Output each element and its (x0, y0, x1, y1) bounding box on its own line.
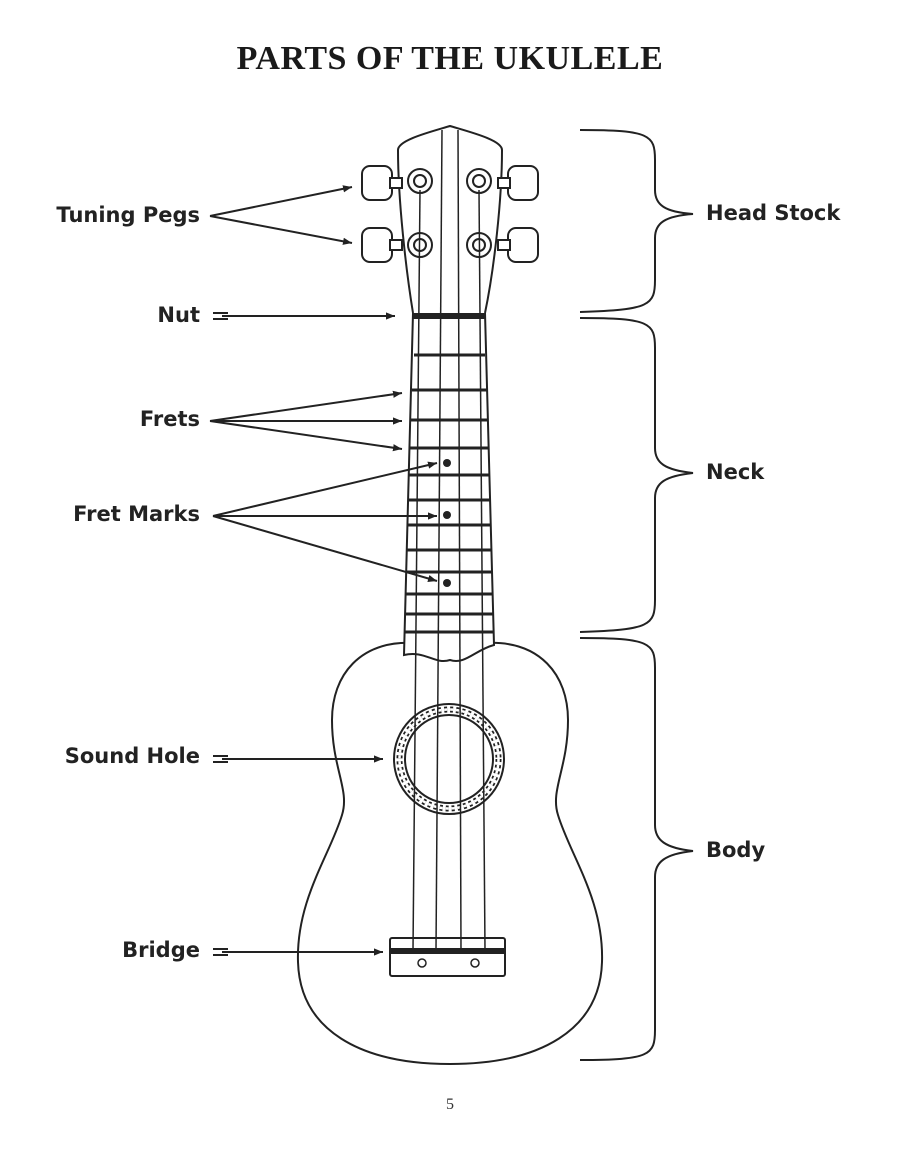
bridge (389, 937, 506, 977)
label-nut: Nut (157, 303, 200, 327)
frets (405, 353, 494, 634)
label-body: Body (706, 838, 766, 862)
page-title: PARTS OF THE UKULELE (236, 40, 664, 77)
fret-marks (443, 459, 451, 587)
label-frets: Frets (139, 407, 200, 431)
sound-hole (393, 703, 505, 815)
fretboard (402, 312, 496, 663)
tuning-pegs (361, 165, 539, 263)
headstock (396, 124, 504, 314)
leader-arrows (209, 185, 438, 956)
section-braces (579, 129, 694, 1061)
label-tuning-pegs: Tuning Pegs (56, 203, 200, 227)
ukulele-body (296, 641, 604, 1066)
nut (413, 313, 485, 319)
label-head-stock: Head Stock (706, 201, 841, 225)
label-bridge: Bridge (122, 938, 200, 962)
page-number: 5 (446, 1096, 454, 1113)
strings (412, 129, 486, 951)
label-neck: Neck (706, 460, 765, 484)
label-fret-marks: Fret Marks (73, 502, 200, 526)
label-sound-hole: Sound Hole (64, 744, 200, 768)
